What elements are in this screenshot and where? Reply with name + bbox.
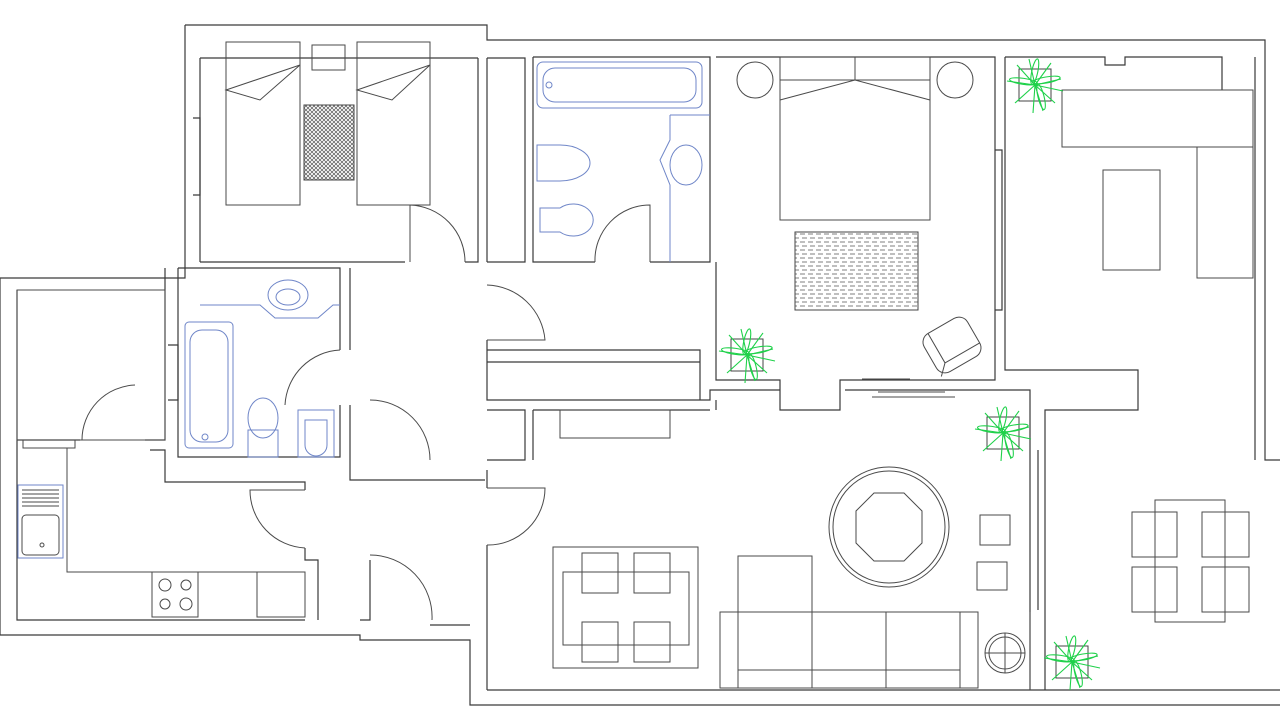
sofa-chaise [737, 555, 813, 689]
bed-left [225, 41, 301, 206]
kitchen [16, 289, 306, 618]
fridge-area [16, 289, 166, 441]
rug [794, 231, 919, 311]
dining-right [1131, 499, 1250, 623]
bathroom-secondary [184, 279, 340, 458]
dining-table [562, 571, 690, 646]
plant-icon [974, 405, 1032, 462]
armchair [922, 316, 982, 377]
bed-right [356, 41, 431, 206]
exterior-walls [0, 24, 1280, 706]
sofa [719, 611, 979, 689]
bathroom-main [536, 61, 710, 262]
bedroom-master [736, 56, 982, 398]
nightstand [311, 44, 346, 71]
office [1061, 89, 1254, 279]
plant-icon [1006, 57, 1064, 114]
bedroom-twin [224, 41, 431, 206]
plant-icon [1043, 634, 1101, 691]
stove [151, 571, 199, 618]
double-bed [779, 56, 931, 221]
doors [81, 204, 1031, 690]
plant-icon [718, 327, 776, 384]
round-table [855, 492, 923, 562]
rug [303, 104, 355, 181]
kitchen-sink [17, 484, 64, 559]
dining-rug [552, 546, 699, 669]
living-room [552, 409, 1026, 689]
